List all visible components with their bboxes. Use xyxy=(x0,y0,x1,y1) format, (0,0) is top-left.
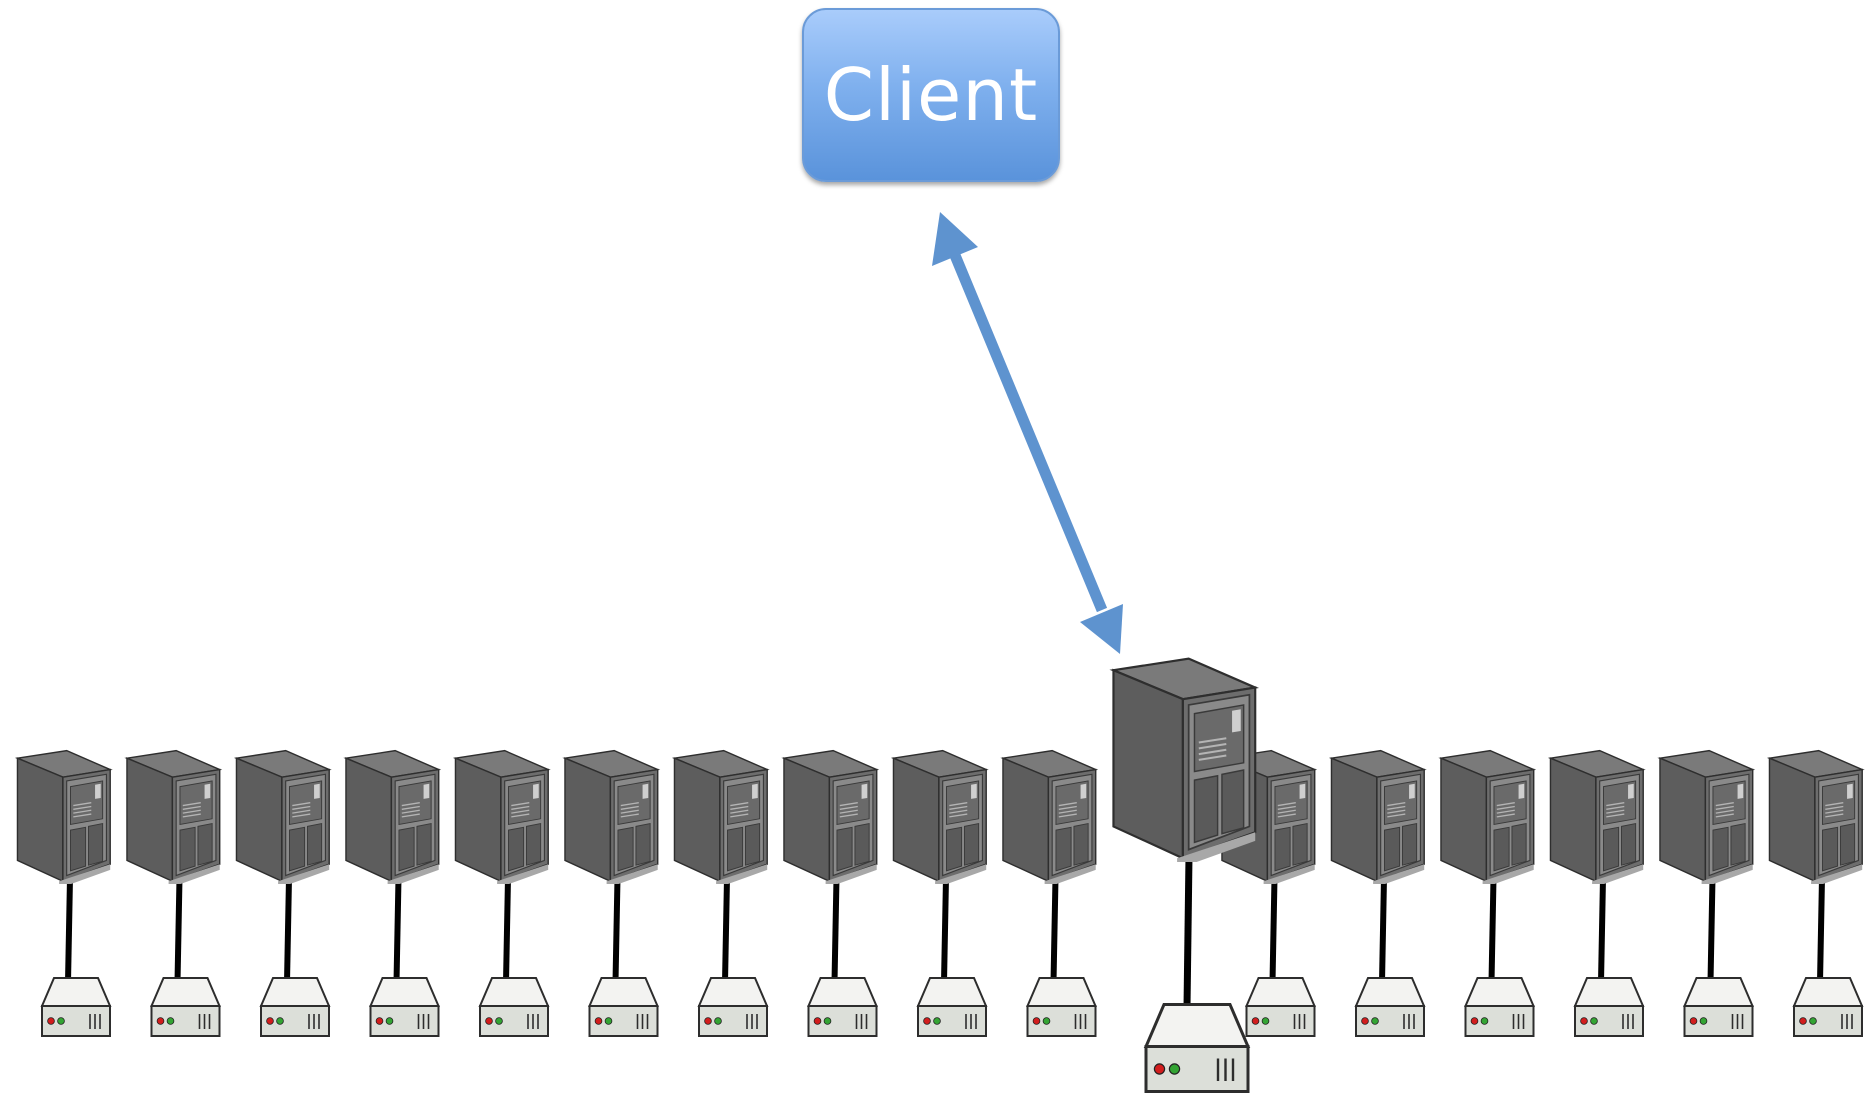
server-tower-icon xyxy=(16,749,111,884)
node-cable xyxy=(65,877,73,983)
disk-drive-icon xyxy=(1026,977,1097,1037)
node-cable xyxy=(1598,877,1606,983)
node-cable xyxy=(1269,877,1278,983)
disk-drive-icon xyxy=(917,977,987,1037)
server-tower-icon xyxy=(783,749,878,884)
double-arrow-icon xyxy=(946,245,1108,613)
disk-drive-icon xyxy=(807,977,878,1037)
disk-drive-icon xyxy=(369,977,440,1037)
server-tower-icon-active xyxy=(1112,657,1257,862)
server-tower-icon xyxy=(1659,749,1754,884)
server-tower-icon xyxy=(892,749,987,884)
disk-drive-icon xyxy=(1464,977,1535,1037)
server-tower-icon xyxy=(1330,749,1425,884)
server-tower-icon xyxy=(345,749,440,884)
node-cable xyxy=(1488,877,1497,983)
arrow-head-down xyxy=(1080,604,1123,654)
server-tower-icon xyxy=(1549,749,1644,884)
server-tower-icon xyxy=(454,749,549,884)
server-tower-icon xyxy=(235,749,330,884)
disk-drive-icon xyxy=(1144,1002,1250,1094)
disk-drive-icon xyxy=(1574,977,1644,1037)
server-tower-icon xyxy=(564,749,659,884)
client-label: Client xyxy=(823,53,1039,137)
disk-drive-icon xyxy=(1793,977,1863,1037)
server-tower-icon xyxy=(673,749,768,884)
node-cable xyxy=(722,877,730,983)
arrow-head-up xyxy=(932,212,978,266)
client-node: Client xyxy=(802,8,1060,182)
node-cable xyxy=(1817,877,1825,983)
disk-drive-icon xyxy=(41,977,111,1037)
node-cable xyxy=(503,877,511,983)
node-cable xyxy=(1050,877,1059,983)
node-cable xyxy=(941,877,949,983)
node-cable xyxy=(831,877,840,983)
node-cable xyxy=(393,877,402,983)
server-tower-icon xyxy=(1002,749,1097,884)
server-tower-icon xyxy=(126,749,221,884)
node-cable xyxy=(174,877,183,983)
disk-drive-icon xyxy=(1355,977,1425,1037)
node-cable xyxy=(1379,877,1387,983)
disk-drive-icon xyxy=(150,977,221,1037)
disk-drive-icon xyxy=(479,977,549,1037)
disk-drive-icon xyxy=(1683,977,1754,1037)
server-tower-icon xyxy=(1440,749,1535,884)
disk-drive-icon xyxy=(260,977,330,1037)
node-cable xyxy=(284,877,292,983)
node-cable xyxy=(1183,855,1193,1008)
disk-drive-icon xyxy=(1245,977,1316,1037)
node-cable xyxy=(1707,877,1716,983)
disk-drive-icon xyxy=(588,977,659,1037)
server-tower-icon xyxy=(1768,749,1863,884)
node-cable xyxy=(612,877,621,983)
disk-drive-icon xyxy=(698,977,768,1037)
